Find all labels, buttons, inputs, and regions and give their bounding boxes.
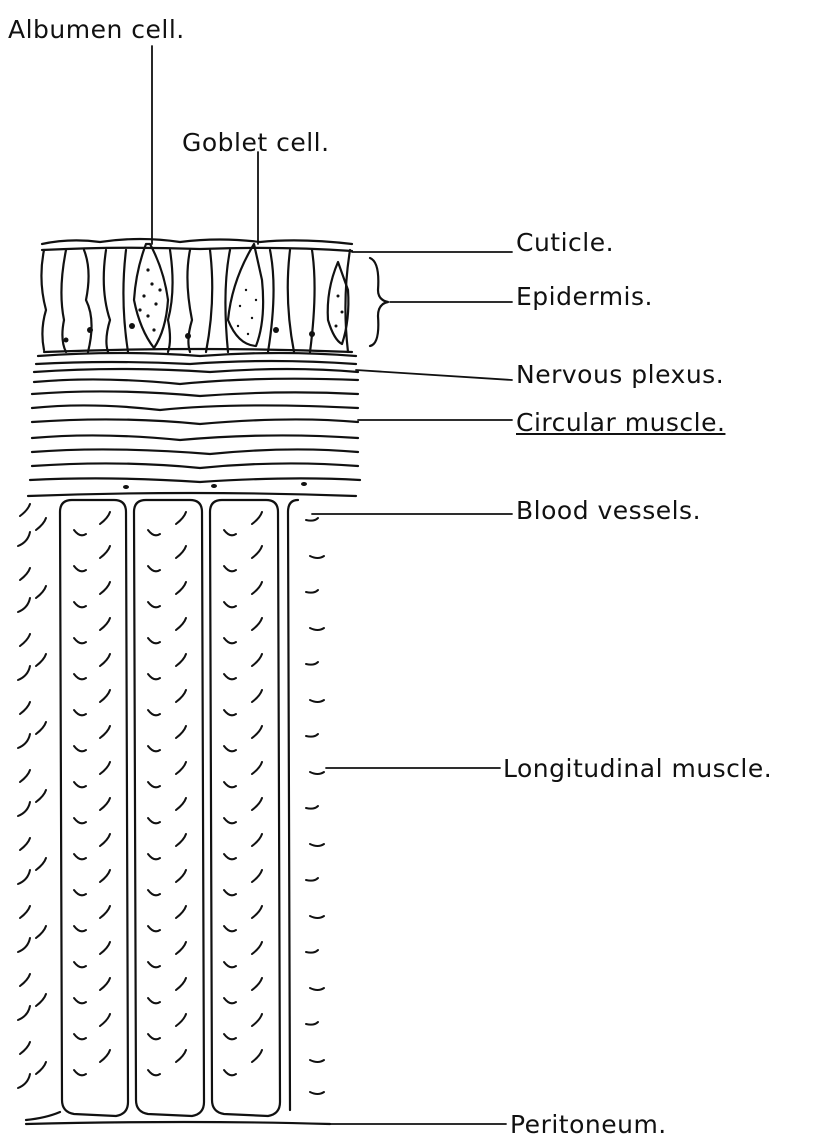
- label-nervous-plexus: Nervous plexus.: [516, 360, 724, 390]
- label-epidermis: Epidermis.: [516, 282, 653, 312]
- muscle-bundle-4-edge: [288, 500, 298, 1110]
- blood-vessels: [123, 482, 307, 489]
- muscle-bundle-outer-top: [28, 493, 356, 496]
- label-peritoneum: Peritoneum.: [510, 1110, 667, 1140]
- label-goblet-cell: Goblet cell.: [182, 128, 330, 158]
- epidermis-bracket: [370, 258, 388, 346]
- label-albumen-cell: Albumen cell.: [8, 15, 185, 45]
- albumen-cell: [134, 244, 168, 348]
- epidermis-cells: [41, 250, 352, 352]
- cuticle-inner: [42, 248, 352, 251]
- leader-lines: [152, 46, 512, 1124]
- goblet-cell: [228, 244, 263, 346]
- label-longitudinal-muscle: Longitudinal muscle.: [503, 754, 772, 784]
- label-blood-vessels: Blood vessels.: [516, 496, 701, 526]
- muscle-bundle-1: [60, 500, 128, 1116]
- muscle-bundle-2: [134, 500, 204, 1116]
- label-circular-muscle: Circular muscle.: [516, 408, 725, 438]
- muscle-bundle-3: [210, 500, 280, 1116]
- label-cuticle: Cuticle.: [516, 228, 614, 258]
- cuticle-layer: [42, 239, 352, 244]
- circular-muscle-fibres: [30, 353, 360, 482]
